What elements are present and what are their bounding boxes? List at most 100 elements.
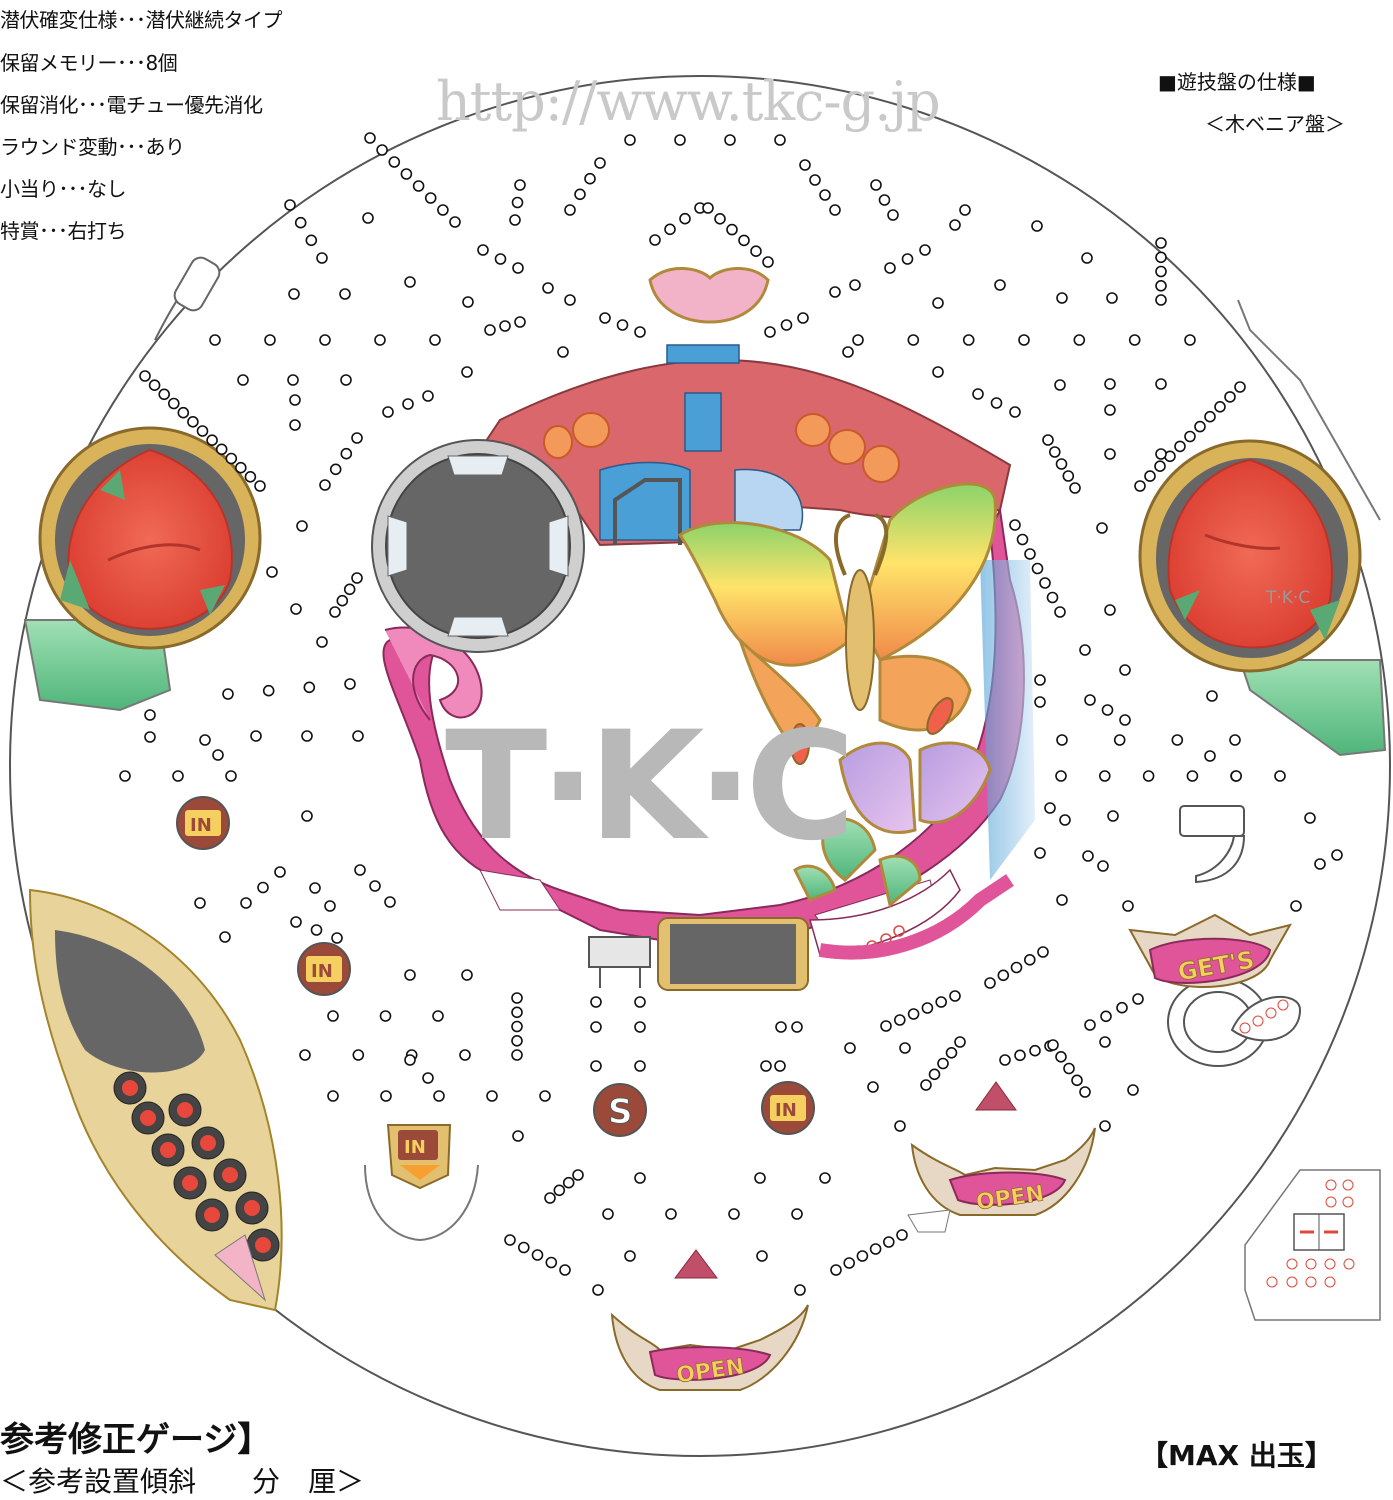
pin: [1174, 440, 1186, 453]
pin: [486, 1090, 498, 1102]
pin: [997, 969, 1010, 982]
pin: [937, 1057, 949, 1070]
pin: [1054, 606, 1066, 618]
pin: [819, 189, 831, 201]
pin: [842, 346, 854, 358]
pin: [949, 219, 961, 231]
pin: [437, 204, 449, 216]
pin: [299, 1049, 311, 1061]
pin: [1034, 696, 1046, 708]
pin: [225, 770, 237, 782]
pin: [461, 969, 473, 981]
pin: [907, 334, 920, 346]
pin: [594, 157, 606, 169]
pin: [539, 1090, 551, 1102]
pin: [1031, 562, 1044, 575]
spec-line-1: 潜伏確変仕様･･･潜伏継続タイプ: [0, 8, 283, 32]
pin: [343, 583, 356, 596]
pin: [1314, 858, 1326, 870]
pin: [984, 977, 996, 989]
pin: [177, 406, 190, 419]
pin: [1113, 734, 1126, 746]
pin: [572, 1169, 584, 1181]
pin: [867, 1081, 879, 1093]
pin: [1062, 470, 1075, 482]
gets-pocket: GET'S: [1128, 913, 1302, 1067]
pin: [584, 172, 596, 185]
pin: [602, 1208, 614, 1220]
pin: [240, 897, 252, 909]
pin: [144, 731, 156, 743]
pin: [972, 388, 984, 400]
pin: [327, 1010, 339, 1022]
pin: [309, 882, 321, 894]
tkc-watermark: T·K·C: [445, 700, 856, 874]
pin: [1084, 694, 1096, 706]
pin: [1186, 770, 1199, 782]
pin: [1128, 334, 1141, 346]
pin: [819, 1172, 831, 1184]
pin: [219, 931, 231, 943]
board-spec-title: ■遊技盤の仕様■: [1158, 70, 1316, 94]
pin: [634, 1172, 646, 1184]
pin: [294, 216, 307, 229]
pin: [235, 461, 247, 474]
pin: [187, 415, 199, 428]
pin: [1155, 251, 1167, 264]
pin: [215, 443, 228, 456]
pin: [449, 216, 461, 228]
pin: [849, 279, 861, 291]
pin: [384, 896, 396, 908]
pin: [1214, 400, 1226, 413]
pin: [809, 174, 821, 186]
pin: [780, 319, 793, 331]
pin: [402, 398, 414, 410]
left-flower-ornament: [23, 426, 262, 712]
pin: [1097, 860, 1109, 872]
pin: [1016, 533, 1029, 546]
pin: [382, 406, 394, 418]
pin: [1104, 604, 1116, 616]
pin: [1171, 734, 1184, 746]
max-label: 【MAX 出玉】: [1140, 1439, 1333, 1472]
pin: [351, 572, 363, 584]
pin: [432, 1010, 444, 1022]
pin: [649, 234, 661, 246]
pin: [829, 204, 841, 216]
pin: [750, 245, 762, 257]
pin: [702, 202, 714, 214]
pin: [1054, 379, 1066, 391]
pin: [764, 326, 776, 338]
pin: [545, 1256, 558, 1269]
pin: [461, 366, 473, 378]
pin: [404, 969, 416, 981]
pin: [634, 326, 646, 338]
in-badge-1: IN: [176, 796, 230, 850]
pin: [1230, 770, 1242, 782]
pin: [1204, 750, 1216, 762]
pin: [1155, 294, 1167, 306]
pin: [562, 1176, 575, 1189]
pin: [264, 334, 276, 346]
pin: [196, 425, 209, 437]
pin: [290, 603, 302, 615]
pin: [797, 312, 809, 324]
pin: [1071, 1074, 1083, 1087]
pin: [244, 470, 257, 483]
pin: [319, 334, 331, 346]
pin: [340, 374, 352, 386]
pin: [852, 334, 864, 346]
pin: [344, 678, 356, 690]
pin: [921, 1002, 934, 1014]
pin: [422, 1072, 434, 1084]
pin: [738, 234, 750, 247]
small-tkc-logo: T·K·C: [1265, 588, 1310, 608]
pin: [724, 134, 736, 146]
pin: [634, 1021, 646, 1033]
pin: [1100, 1010, 1112, 1023]
pin: [674, 134, 686, 146]
pin: [511, 992, 523, 1004]
spec-line-6: 特賞･･･右打ち: [0, 219, 127, 243]
pin: [301, 810, 313, 822]
pin: [1056, 894, 1068, 906]
